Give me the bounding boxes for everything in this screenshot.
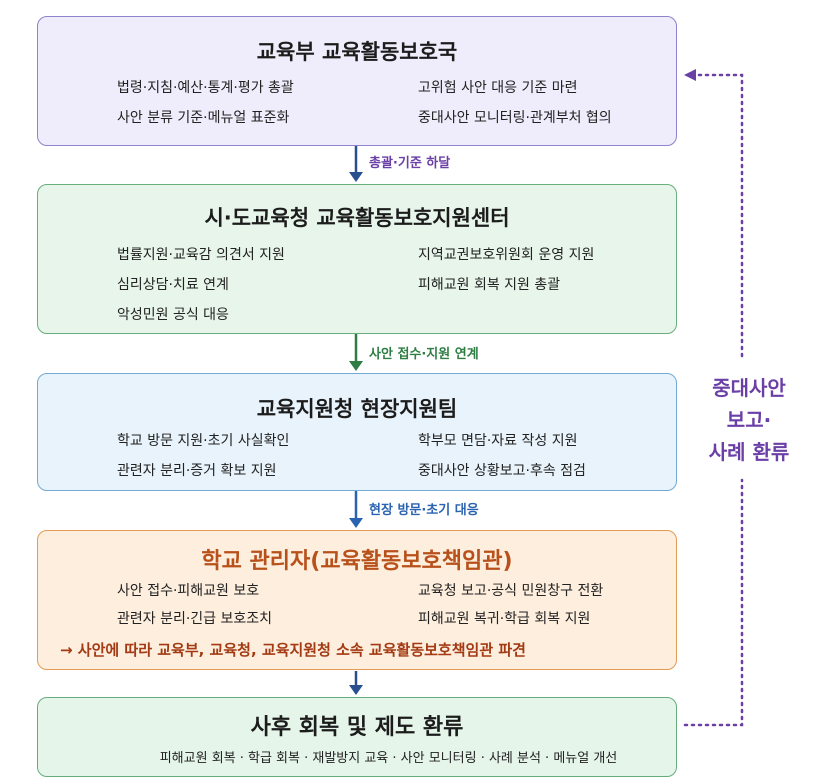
arrow-down-icon	[349, 671, 363, 695]
arrow-down-icon	[349, 334, 363, 371]
box-item: 사안 분류 기준·메뉴얼 표준화	[117, 110, 290, 126]
box-item: 학교 방문 지원·초기 사실확인	[117, 433, 290, 449]
box-title: 학교 관리자(교육활동보호책임관)	[201, 549, 513, 574]
feedback-loop-arrow	[683, 73, 744, 727]
box-item: 피해교원 회복 지원 총괄	[418, 277, 561, 293]
box-provincial-center: 시·도교육청 교육활동보호지원센터 법률지원·교육감 의견서 지원 지역교권보호…	[37, 184, 677, 334]
box-item: 지역교권보호위원회 운영 지원	[418, 247, 595, 263]
box-item: 피해교원 복귀·학급 회복 지원	[418, 611, 591, 627]
side-label-line: 보고·	[726, 408, 772, 432]
feedback-side-label: 중대사안 보고· 사례 환류	[690, 372, 808, 468]
dispatch-note: → 사안에 따라 교육부, 교육청, 교육지원청 소속 교육활동보호책임관 파견	[60, 641, 526, 659]
box-item: 법령·지침·예산·통계·평가 총괄	[117, 80, 294, 96]
box-item: 사안 접수·피해교원 보호	[117, 583, 260, 599]
box-ministry-bureau: 교육부 교육활동보호국 법령·지침·예산·통계·평가 총괄 고위험 사안 대응 …	[37, 16, 677, 146]
box-title: 교육부 교육활동보호국	[256, 40, 458, 64]
arrow-label: 사안 접수·지원 연계	[369, 347, 479, 362]
side-label-line: 중대사안	[712, 376, 786, 400]
box-item: 법률지원·교육감 의견서 지원	[117, 247, 285, 263]
arrow-down-icon	[349, 491, 363, 528]
arrow-down-icon	[349, 146, 363, 182]
box-item: 학부모 면담·자료 작성 지원	[418, 433, 578, 449]
arrow-label: 현장 방문·초기 대응	[369, 503, 479, 518]
box-title: 교육지원청 현장지원팀	[256, 397, 458, 421]
box-title: 사후 회복 및 제도 환류	[250, 715, 464, 740]
box-item: 심리상담·치료 연계	[117, 277, 229, 293]
box-item: 고위험 사안 대응 기준 마련	[418, 80, 578, 96]
box-item: 중대사안 모니터링·관계부처 협의	[418, 110, 612, 126]
arrow-left-icon	[684, 69, 696, 81]
box-item: 관련자 분리·긴급 보호조치	[117, 611, 273, 627]
box-item: 중대사안 상황보고·후속 점검	[418, 463, 586, 479]
box-district-team: 교육지원청 현장지원팀 학교 방문 지원·초기 사실확인 학부모 면담·자료 작…	[37, 373, 677, 491]
box-title: 시·도교육청 교육활동보호지원센터	[204, 206, 510, 230]
box-item: 악성민원 공식 대응	[117, 307, 229, 323]
box-item: 관련자 분리·증거 확보 지원	[117, 463, 277, 479]
box-recovery-feedback: 사후 회복 및 제도 환류 피해교원 회복 · 학급 회복 · 재발방지 교육 …	[37, 697, 677, 777]
box-school-manager: 학교 관리자(교육활동보호책임관) 사안 접수·피해교원 보호 교육청 보고·공…	[37, 530, 677, 670]
arrow-label: 총괄·기준 하달	[369, 156, 451, 171]
box-item: 교육청 보고·공식 민원창구 전환	[418, 583, 604, 599]
recovery-flow-text: 피해교원 회복 · 학급 회복 · 재발방지 교육 · 사안 모니터링 · 사례…	[159, 751, 618, 766]
side-label-line: 사례 환류	[708, 440, 790, 464]
